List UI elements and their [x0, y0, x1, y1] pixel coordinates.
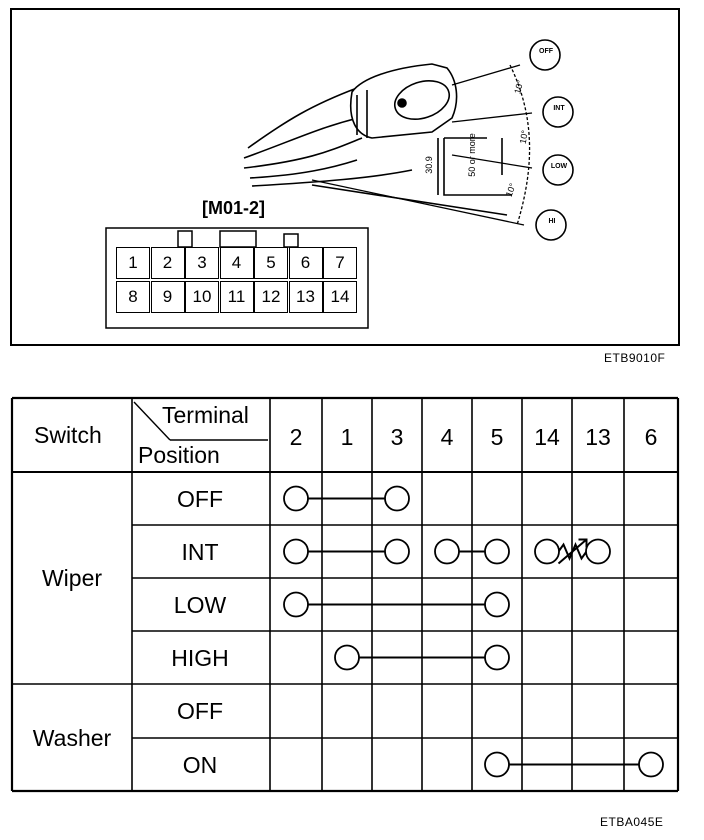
connector-pin: 10 — [185, 281, 219, 313]
connector-pin: 12 — [254, 281, 288, 313]
position-lines — [311, 64, 533, 226]
position-markers — [529, 39, 574, 241]
terminal-label: 14 — [534, 424, 560, 450]
position-label: OFF — [177, 486, 223, 512]
off-marker-label: OFF — [539, 48, 553, 55]
position-label: INT — [181, 539, 219, 565]
terminal-node — [484, 644, 510, 671]
connector-pin: 4 — [219, 247, 254, 279]
connector-pin: 9 — [150, 281, 185, 313]
low-marker-label: LOW — [550, 163, 568, 170]
connector-pin: 7 — [323, 247, 357, 279]
terminal-node — [585, 538, 611, 565]
off-marker — [529, 39, 561, 71]
terminal-node — [283, 485, 309, 512]
terminal-node — [434, 538, 460, 565]
connector-pin: 3 — [185, 247, 219, 279]
low-marker — [542, 154, 574, 186]
terminal-node — [638, 751, 664, 778]
terminal-node — [334, 644, 360, 671]
terminal-label: 2 — [289, 424, 303, 450]
connector-pin: 11 — [219, 281, 254, 313]
connector-pin: 5 — [254, 247, 288, 279]
terminal-node — [283, 538, 309, 565]
switch-label: Washer — [32, 724, 112, 751]
connector-label: [M01-2] — [202, 198, 266, 218]
terminal-label: 6 — [644, 424, 658, 450]
variable-arrow — [557, 538, 588, 565]
switch-header: Switch — [34, 422, 102, 448]
connector-pin: 2 — [150, 247, 185, 279]
position-label: HIGH — [171, 645, 229, 671]
position-header: Position — [138, 442, 220, 468]
terminal-node — [534, 538, 560, 565]
terminal-node — [484, 538, 510, 565]
position-label: OFF — [177, 698, 223, 724]
terminal-label: 13 — [585, 424, 611, 450]
stalk-outline — [243, 63, 512, 216]
connector-pin: 13 — [288, 281, 323, 313]
terminal-node — [484, 751, 510, 778]
figure-code-bottom: ETBA045E — [600, 815, 664, 829]
connector-pin: 6 — [288, 247, 323, 279]
header-diagonal — [133, 401, 171, 441]
connector-pin: 8 — [116, 281, 150, 313]
position-label: LOW — [173, 592, 227, 618]
terminal-label: 3 — [390, 424, 404, 450]
switch-label: Wiper — [41, 565, 103, 591]
terminal-node — [384, 538, 410, 565]
terminal-node — [283, 591, 309, 618]
terminal-label: 1 — [340, 424, 354, 450]
terminal-header: Terminal — [162, 402, 249, 428]
terminal-node — [384, 485, 410, 512]
terminal-node — [484, 591, 510, 618]
position-label: ON — [182, 752, 218, 778]
hi-marker-label: HI — [548, 218, 556, 225]
connector-pin: 1 — [116, 247, 150, 279]
int-marker-label: INT — [553, 105, 565, 112]
connector-pin: 14 — [323, 281, 357, 313]
terminal-label: 4 — [440, 424, 454, 450]
terminal-label: 5 — [490, 424, 504, 450]
hi-marker — [535, 209, 567, 241]
figure-code-top: ETB9010F — [604, 351, 666, 365]
int-marker — [542, 96, 574, 128]
